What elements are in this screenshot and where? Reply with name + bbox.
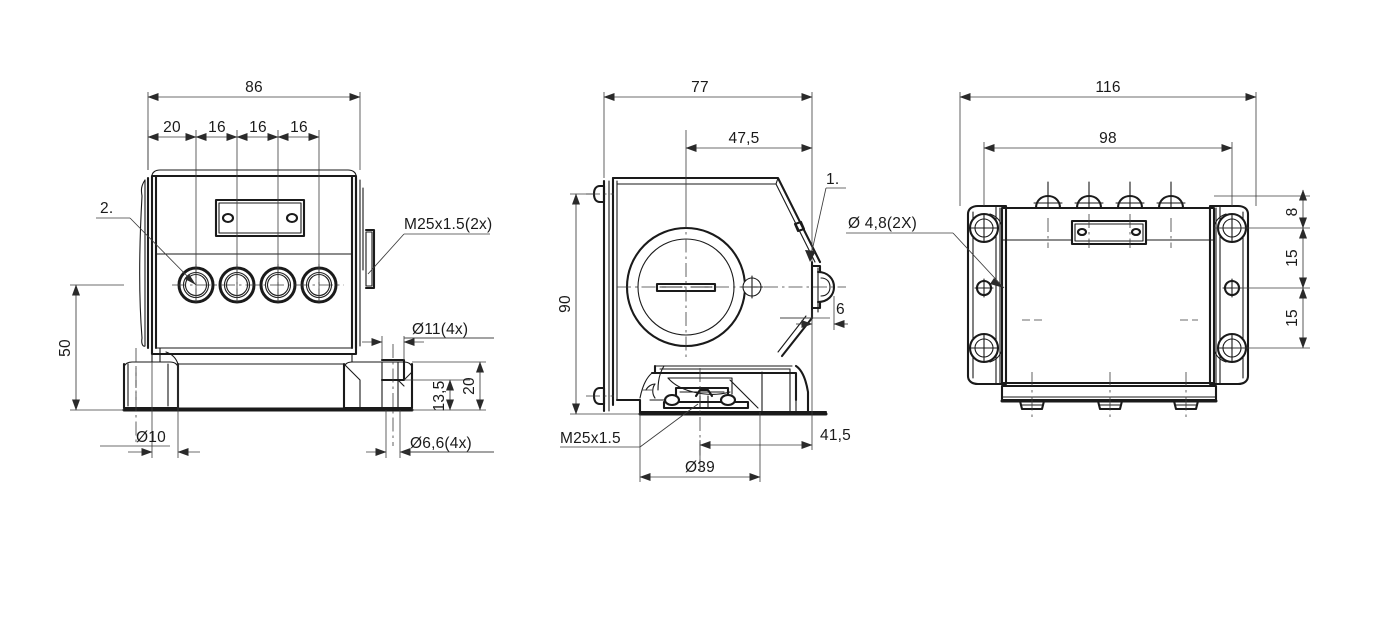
front-dim-dia11: Ø11(4x) xyxy=(362,321,494,346)
side-dim-415: 41,5 xyxy=(699,427,851,449)
front-dim-dia10: Ø10 xyxy=(100,429,200,456)
front-thread-callout-text: M25x1.5(2x) xyxy=(404,216,492,233)
front-dim-dia10-text: Ø10 xyxy=(136,429,166,446)
side-balloon-1-text: 1. xyxy=(826,171,839,188)
side-dim-6: 6 xyxy=(780,301,848,328)
side-balloon-1: 1. xyxy=(805,171,846,262)
top-view-extension-lines xyxy=(959,92,1310,349)
front-dim-50-text: 50 xyxy=(57,339,74,357)
side-dim-90: 90 xyxy=(557,193,580,415)
front-dim-135-text: 13,5 xyxy=(431,381,448,412)
front-dim-dia66: Ø6,6(4x) xyxy=(366,435,494,456)
front-dim-135: 13,5 xyxy=(431,379,454,412)
top-connector-3 xyxy=(1115,181,1145,210)
top-connector-4 xyxy=(1156,181,1186,210)
side-dim-dia39: Ø39 xyxy=(639,459,761,481)
top-dim-15b-text: 15 xyxy=(1284,309,1301,327)
front-dim-50: 50 xyxy=(57,284,80,411)
top-dim-98: 98 xyxy=(983,130,1233,152)
side-dim-77: 77 xyxy=(603,79,813,101)
top-dim-116-text: 116 xyxy=(1095,79,1120,96)
top-hole-callout: Ø 4,8(2X) xyxy=(846,215,1005,289)
top-dim-98-text: 98 xyxy=(1099,130,1117,147)
side-thread-callout: M25x1.5 xyxy=(560,403,699,448)
side-dim-6-text: 6 xyxy=(836,301,845,318)
front-view: 86 20 16 16 16 50 Ø10 Ø11(4x) xyxy=(57,79,494,458)
top-connector-1 xyxy=(1033,181,1063,210)
front-balloon-2: 2. xyxy=(96,200,197,286)
front-dim-86-text: 86 xyxy=(245,79,263,96)
front-dim-16a-text: 16 xyxy=(208,119,226,136)
top-dim-116: 116 xyxy=(959,79,1257,101)
side-dim-475: 47,5 xyxy=(685,130,813,152)
front-dim-pitches: 20 16 16 16 xyxy=(147,119,320,141)
front-dim-86: 86 xyxy=(147,79,361,101)
side-dim-90-text: 90 xyxy=(557,295,574,313)
side-dim-77-text: 77 xyxy=(691,79,709,96)
front-dim-dia11-text: Ø11(4x) xyxy=(412,321,468,338)
side-thread-callout-text: M25x1.5 xyxy=(560,430,621,447)
side-view: 77 47,5 90 6 Ø39 41,5 1. xyxy=(557,79,851,482)
top-dim-15b: 15 xyxy=(1284,287,1307,349)
side-dim-415-text: 41,5 xyxy=(820,427,851,444)
front-dim-16b-text: 16 xyxy=(249,119,267,136)
top-view-geometry xyxy=(966,181,1250,420)
top-dim-8-text: 8 xyxy=(1284,208,1301,217)
front-view-geometry xyxy=(122,169,414,412)
front-dim-16c-text: 16 xyxy=(290,119,308,136)
front-dim-20-height: 20 xyxy=(461,361,484,411)
side-dim-dia39-text: Ø39 xyxy=(685,459,715,476)
front-dim-20-text: 20 xyxy=(163,119,181,136)
top-view: 116 98 8 15 15 Ø 4,8(2X) xyxy=(846,79,1310,420)
top-dim-15a-text: 15 xyxy=(1284,249,1301,267)
front-balloon-2-text: 2. xyxy=(100,200,113,217)
top-dim-8: 8 xyxy=(1284,189,1307,229)
top-dim-15a: 15 xyxy=(1284,227,1307,289)
side-view-geometry xyxy=(586,176,846,470)
side-dim-475-text: 47,5 xyxy=(729,130,760,147)
front-thread-callout: M25x1.5(2x) xyxy=(367,216,492,275)
top-connector-2 xyxy=(1074,181,1104,210)
front-dim-20h-text: 20 xyxy=(461,377,478,395)
front-view-centerlines xyxy=(135,344,394,446)
front-dim-dia66-text: Ø6,6(4x) xyxy=(410,435,472,452)
top-hole-callout-text: Ø 4,8(2X) xyxy=(848,215,917,232)
